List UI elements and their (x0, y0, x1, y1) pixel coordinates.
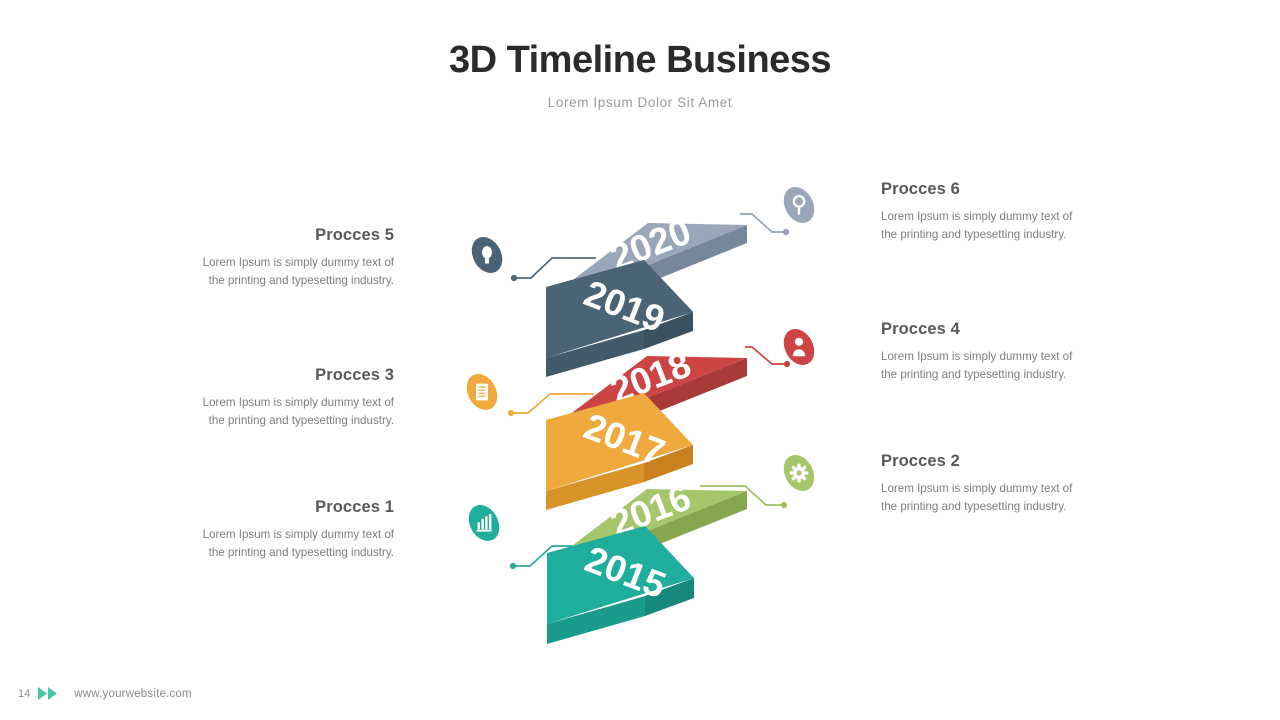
connector-2020 (740, 213, 790, 236)
icon-badge-gear[interactable] (778, 450, 821, 497)
icon-badge-bar-chart[interactable] (463, 500, 506, 547)
connector-2019 (510, 257, 596, 282)
process-body-2: Lorem Ipsum is simply dummy text of the … (881, 482, 1073, 513)
process-body-5: Lorem Ipsum is simply dummy text of the … (202, 256, 394, 287)
page-title: 3D Timeline Business (448, 39, 832, 81)
page-number: 14 (18, 687, 31, 700)
icon-badge-lightbulb[interactable] (466, 232, 509, 279)
process-block-6: Procces 6 Lorem Ipsum is simply dummy te… (881, 180, 1091, 243)
slide-header: 3D Timeline Business Lorem Ipsum Dolor S… (0, 38, 1280, 110)
process-body-6: Lorem Ipsum is simply dummy text of the … (881, 210, 1073, 241)
icon-badge-user[interactable] (778, 324, 821, 371)
lightbulb-icon (482, 246, 492, 264)
process-body-4: Lorem Ipsum is simply dummy text of the … (881, 350, 1073, 381)
connector-2017 (507, 393, 594, 417)
process-title-1: Procces 1 (315, 498, 394, 516)
double-chevron-icon (38, 687, 60, 700)
bar-chart-icon (476, 514, 492, 532)
timeline-block-2017[interactable]: 2017 (546, 393, 693, 510)
process-block-5: Procces 5 Lorem Ipsum is simply dummy te… (184, 226, 394, 289)
process-body-1: Lorem Ipsum is simply dummy text of the … (202, 528, 394, 559)
process-block-1: Procces 1 Lorem Ipsum is simply dummy te… (184, 498, 394, 561)
connector-2016 (700, 485, 788, 509)
process-title-6: Procces 6 (881, 180, 960, 198)
process-body-3: Lorem Ipsum is simply dummy text of the … (202, 396, 394, 427)
process-title-5: Procces 5 (315, 226, 394, 244)
timeline-block-2019[interactable]: 2019 (546, 260, 693, 377)
page-subtitle: Lorem Ipsum Dolor Sit Amet (547, 95, 733, 110)
process-title-2: Procces 2 (881, 452, 960, 470)
process-block-3: Procces 3 Lorem Ipsum is simply dummy te… (184, 366, 394, 429)
timeline-block-2015[interactable]: 2015 (547, 526, 694, 644)
document-icon (476, 383, 488, 401)
slide-footer: 14 www.yourwebsite.com (18, 687, 192, 700)
process-title-4: Procces 4 (881, 320, 960, 338)
icon-badge-magnifier[interactable] (778, 182, 821, 229)
gear-icon (789, 463, 809, 483)
connector-2018 (745, 346, 791, 368)
user-icon (792, 337, 806, 357)
icon-badge-document[interactable] (461, 369, 504, 416)
website-url[interactable]: www.yourwebsite.com (74, 687, 192, 700)
process-block-4: Procces 4 Lorem Ipsum is simply dummy te… (881, 320, 1091, 383)
magnifier-icon (792, 195, 806, 215)
process-block-2: Procces 2 Lorem Ipsum is simply dummy te… (881, 452, 1091, 515)
process-title-3: Procces 3 (315, 366, 394, 384)
